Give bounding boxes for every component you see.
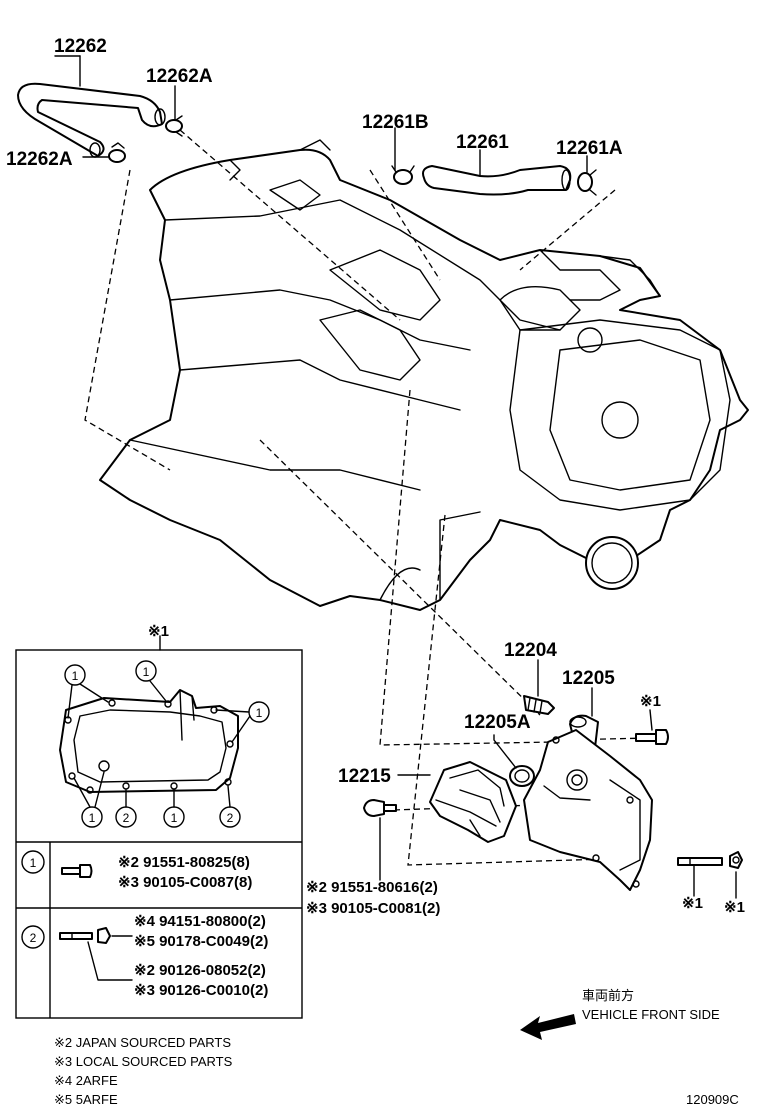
label-12262A-top[interactable]: 12262A xyxy=(146,66,213,87)
label-12205A[interactable]: 12205A xyxy=(464,712,531,733)
hose-12261[interactable] xyxy=(422,165,572,196)
label-12261A[interactable]: 12261A xyxy=(556,138,623,159)
gasket-callout-1a: 1 xyxy=(64,664,86,686)
row2-line1: ※4 94151-80800(2) xyxy=(134,913,266,930)
gasket-callout-1d: 1 xyxy=(81,806,103,828)
gasket-callout-2a: 2 xyxy=(115,806,137,828)
clamp-12262A-top[interactable] xyxy=(165,115,183,137)
direction-japanese: 車両前方 xyxy=(582,988,634,1003)
clamp-12261B[interactable] xyxy=(391,165,415,185)
stud-mark: ※1 xyxy=(682,895,703,912)
leader-hose-left xyxy=(84,169,171,471)
label-12262A-left[interactable]: 12262A xyxy=(6,149,73,170)
cover-assembly[interactable] xyxy=(523,729,653,891)
hose-12262[interactable] xyxy=(17,82,166,158)
label-12204[interactable]: 12204 xyxy=(504,640,557,661)
gasket-outline xyxy=(59,689,239,794)
row2-line3: ※2 90126-08052(2) xyxy=(134,962,266,979)
nut-mark: ※1 xyxy=(724,899,745,916)
note-4: ※5 5ARFE xyxy=(54,1092,118,1107)
leader-hose-12261-left xyxy=(369,169,441,281)
svg-text:1: 1 xyxy=(171,811,178,825)
note-1: ※2 JAPAN SOURCED PARTS xyxy=(54,1035,231,1050)
leader-hose-12261-right xyxy=(519,189,616,271)
svg-text:1: 1 xyxy=(256,706,263,720)
svg-text:1: 1 xyxy=(72,669,79,683)
row1-bolt-icon xyxy=(61,864,93,878)
row2-line2: ※5 90178-C0049(2) xyxy=(134,933,268,950)
bolt-12215-line2: ※3 90105-C0081(2) xyxy=(306,900,440,917)
svg-text:1: 1 xyxy=(143,665,150,679)
gasket-detail-box xyxy=(15,649,303,1019)
svg-text:2: 2 xyxy=(123,811,130,825)
bolt-12215[interactable] xyxy=(363,799,397,817)
engine-block xyxy=(99,139,749,611)
gasket-callout-1b: 1 xyxy=(135,660,157,682)
clamp-12261A[interactable] xyxy=(577,169,597,196)
diagram-code: 120909C xyxy=(686,1092,739,1107)
clamp-12262A-left[interactable] xyxy=(108,142,126,163)
svg-text:1: 1 xyxy=(30,856,37,870)
vehicle-front-arrow xyxy=(520,1014,576,1040)
gasket-callout-1e: 1 xyxy=(163,806,185,828)
bolt-right[interactable] xyxy=(635,729,669,745)
label-12205[interactable]: 12205 xyxy=(562,668,615,689)
svg-text:2: 2 xyxy=(227,811,234,825)
bolt-right-mark: ※1 xyxy=(640,693,661,710)
gasket-callout-2b: 2 xyxy=(219,806,241,828)
leader-cover-bottom xyxy=(407,514,641,866)
row2-line4: ※3 90126-C0010(2) xyxy=(134,982,268,999)
note-2: ※3 LOCAL SOURCED PARTS xyxy=(54,1054,233,1069)
stud-bolt[interactable] xyxy=(677,857,723,866)
direction-english: VEHICLE FRONT SIDE xyxy=(582,1007,720,1022)
sensor-12204[interactable] xyxy=(523,695,555,715)
gasket-callout-1c: 1 xyxy=(248,701,270,723)
row2-label: 2 xyxy=(21,925,45,949)
row2-stud-icon xyxy=(59,927,111,944)
bolt-12215-line1: ※2 91551-80616(2) xyxy=(306,879,438,896)
gasket-box-mark: ※1 xyxy=(148,623,169,640)
label-12261B[interactable]: 12261B xyxy=(362,112,429,133)
row1-line2: ※3 90105-C0087(8) xyxy=(118,874,252,891)
svg-text:1: 1 xyxy=(89,811,96,825)
note-3: ※4 2ARFE xyxy=(54,1073,118,1088)
label-12261[interactable]: 12261 xyxy=(456,132,509,153)
label-12262[interactable]: 12262 xyxy=(54,36,107,57)
leader-hose-top xyxy=(179,129,401,321)
row1-line1: ※2 91551-80825(8) xyxy=(118,854,250,871)
row1-label: 1 xyxy=(21,850,45,874)
nut[interactable] xyxy=(729,851,743,869)
leader-inlet xyxy=(259,439,541,716)
case-12215[interactable] xyxy=(429,761,517,843)
svg-text:2: 2 xyxy=(30,931,37,945)
oring-12205A[interactable] xyxy=(509,765,535,787)
label-12215[interactable]: 12215 xyxy=(338,766,391,787)
